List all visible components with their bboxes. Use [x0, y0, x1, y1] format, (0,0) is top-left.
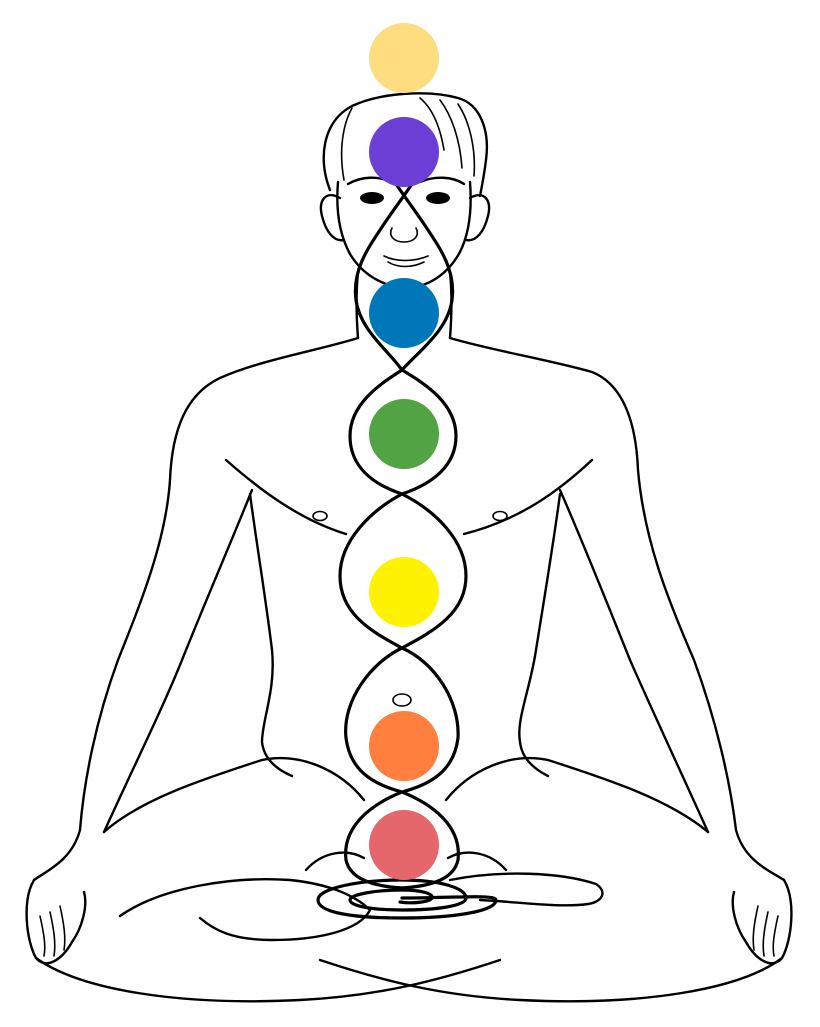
left-nipple: [312, 510, 328, 522]
base-spiral: [316, 878, 498, 920]
chakra-points: [369, 23, 439, 880]
chakra-heart: [369, 399, 439, 469]
left-leg-lower: [34, 956, 502, 1003]
left-ear: [319, 194, 346, 242]
right-inner-arm: [558, 488, 710, 834]
channel-strand-left: [338, 150, 432, 890]
chakra-third-eye: [369, 117, 439, 187]
right-nipple: [492, 510, 508, 522]
chakra-root: [369, 810, 439, 880]
right-hand: [731, 878, 793, 965]
chakra-solar-plexus: [369, 557, 439, 627]
right-shoulder-arm: [448, 336, 786, 882]
left-torso: [248, 492, 294, 778]
chakra-sacral: [369, 711, 439, 781]
left-shoulder-arm: [32, 336, 360, 882]
right-leg-lower: [318, 956, 784, 1003]
meditating-figure: [25, 92, 793, 1003]
left-hand-fingers: [39, 905, 66, 957]
right-ear: [464, 194, 491, 242]
mouth: [383, 255, 429, 268]
groin: [304, 851, 508, 872]
hair-strands: [340, 97, 476, 181]
right-pectoral: [462, 458, 594, 536]
energy-channels: [316, 150, 498, 920]
right-torso: [518, 492, 562, 778]
chakra-crown: [369, 23, 439, 93]
channel-strand-right: [376, 150, 468, 890]
left-pectoral: [224, 458, 348, 536]
right-foot: [448, 872, 604, 907]
lap-outline-right: [444, 756, 710, 834]
left-inner-arm: [102, 488, 254, 834]
right-hand-fingers: [752, 905, 779, 957]
hair-outline: [322, 92, 489, 198]
nose: [389, 227, 419, 243]
left-eye: [360, 192, 384, 204]
left-hand: [25, 878, 87, 965]
lap-outline: [102, 756, 366, 834]
right-eye: [426, 192, 450, 204]
chakra-throat: [369, 278, 439, 348]
navel: [392, 693, 412, 707]
